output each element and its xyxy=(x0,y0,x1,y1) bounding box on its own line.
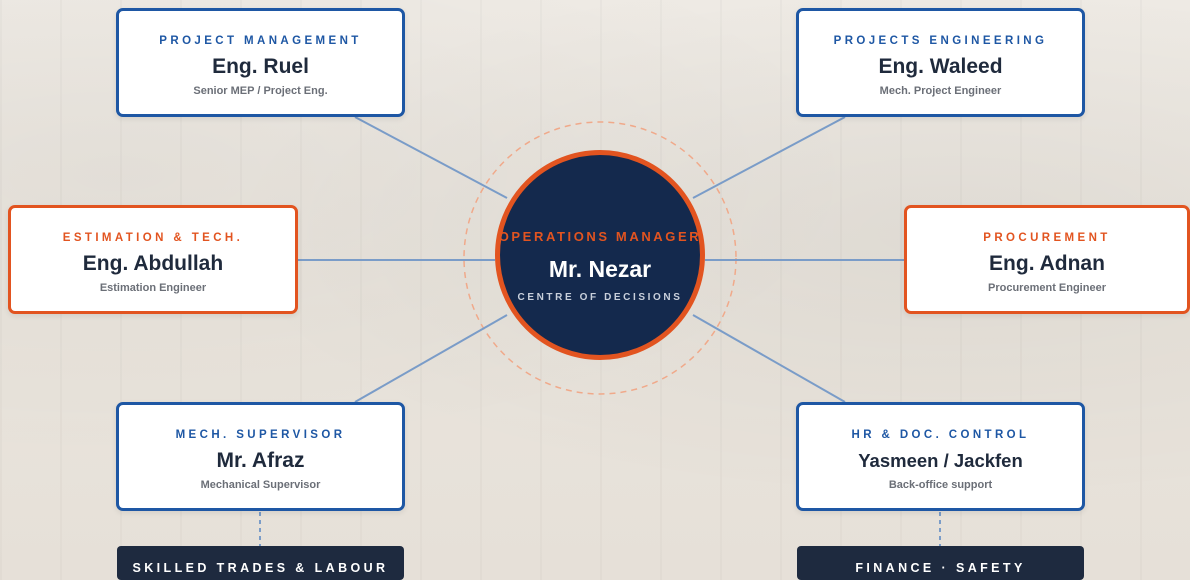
hub-dashed-ring xyxy=(463,121,737,395)
link-project-management xyxy=(354,116,508,199)
person-name: Eng. Abdullah xyxy=(82,252,224,275)
dept-label: ESTIMATION & TECH. xyxy=(62,232,244,244)
person-name: Eng. Adnan xyxy=(989,252,1105,275)
person-name: Yasmeen / Jackfen xyxy=(858,450,1023,471)
role-label: Back-office support xyxy=(888,479,993,491)
role-label: Mech. Project Engineer xyxy=(879,85,1002,97)
card-hr-doc-control[interactable]: HR & DOC. CONTROL Yasmeen / Jackfen Back… xyxy=(796,402,1085,511)
card-procurement[interactable]: PROCUREMENT Eng. Adnan Procurement Engin… xyxy=(904,205,1190,314)
card-mech-supervisor[interactable]: MECH. SUPERVISOR Mr. Afraz Mechanical Su… xyxy=(116,402,405,511)
card-estimation[interactable]: ESTIMATION & TECH. Eng. Abdullah Estimat… xyxy=(8,205,298,314)
card-project-management[interactable]: PROJECT MANAGEMENT Eng. Ruel Senior MEP … xyxy=(116,8,405,117)
person-name: Eng. Waleed xyxy=(878,55,1003,78)
sub-unit-finance-safety[interactable]: FINANCE · SAFETY xyxy=(797,546,1084,580)
dept-label: HR & DOC. CONTROL xyxy=(851,429,1030,441)
dept-label: MECH. SUPERVISOR xyxy=(175,429,346,441)
dept-label: PROJECT MANAGEMENT xyxy=(159,35,362,47)
hub-title: OPERATIONS MANAGER xyxy=(498,229,702,244)
person-name: Mr. Afraz xyxy=(216,449,305,472)
hub-operations-manager[interactable]: OPERATIONS MANAGER Mr. Nezar CENTRE OF D… xyxy=(495,150,705,360)
hub-subtitle: CENTRE OF DECISIONS xyxy=(517,292,683,303)
card-projects-engineering[interactable]: PROJECTS ENGINEERING Eng. Waleed Mech. P… xyxy=(796,8,1085,117)
link-mech-supervisor xyxy=(354,314,508,403)
link-projects-engineering xyxy=(692,116,846,199)
hub-name: Mr. Nezar xyxy=(548,256,652,282)
role-label: Estimation Engineer xyxy=(99,282,207,294)
person-name: Eng. Ruel xyxy=(212,55,309,78)
dept-label: PROCUREMENT xyxy=(983,232,1111,244)
role-label: Procurement Engineer xyxy=(988,282,1106,294)
role-label: Senior MEP / Project Eng. xyxy=(193,85,328,97)
sub-unit-skilled-trades[interactable]: SKILLED TRADES & LABOUR xyxy=(117,546,404,580)
role-label: Mechanical Supervisor xyxy=(200,479,321,491)
dept-label: PROJECTS ENGINEERING xyxy=(833,35,1048,47)
link-hr-doc-control xyxy=(692,314,846,403)
